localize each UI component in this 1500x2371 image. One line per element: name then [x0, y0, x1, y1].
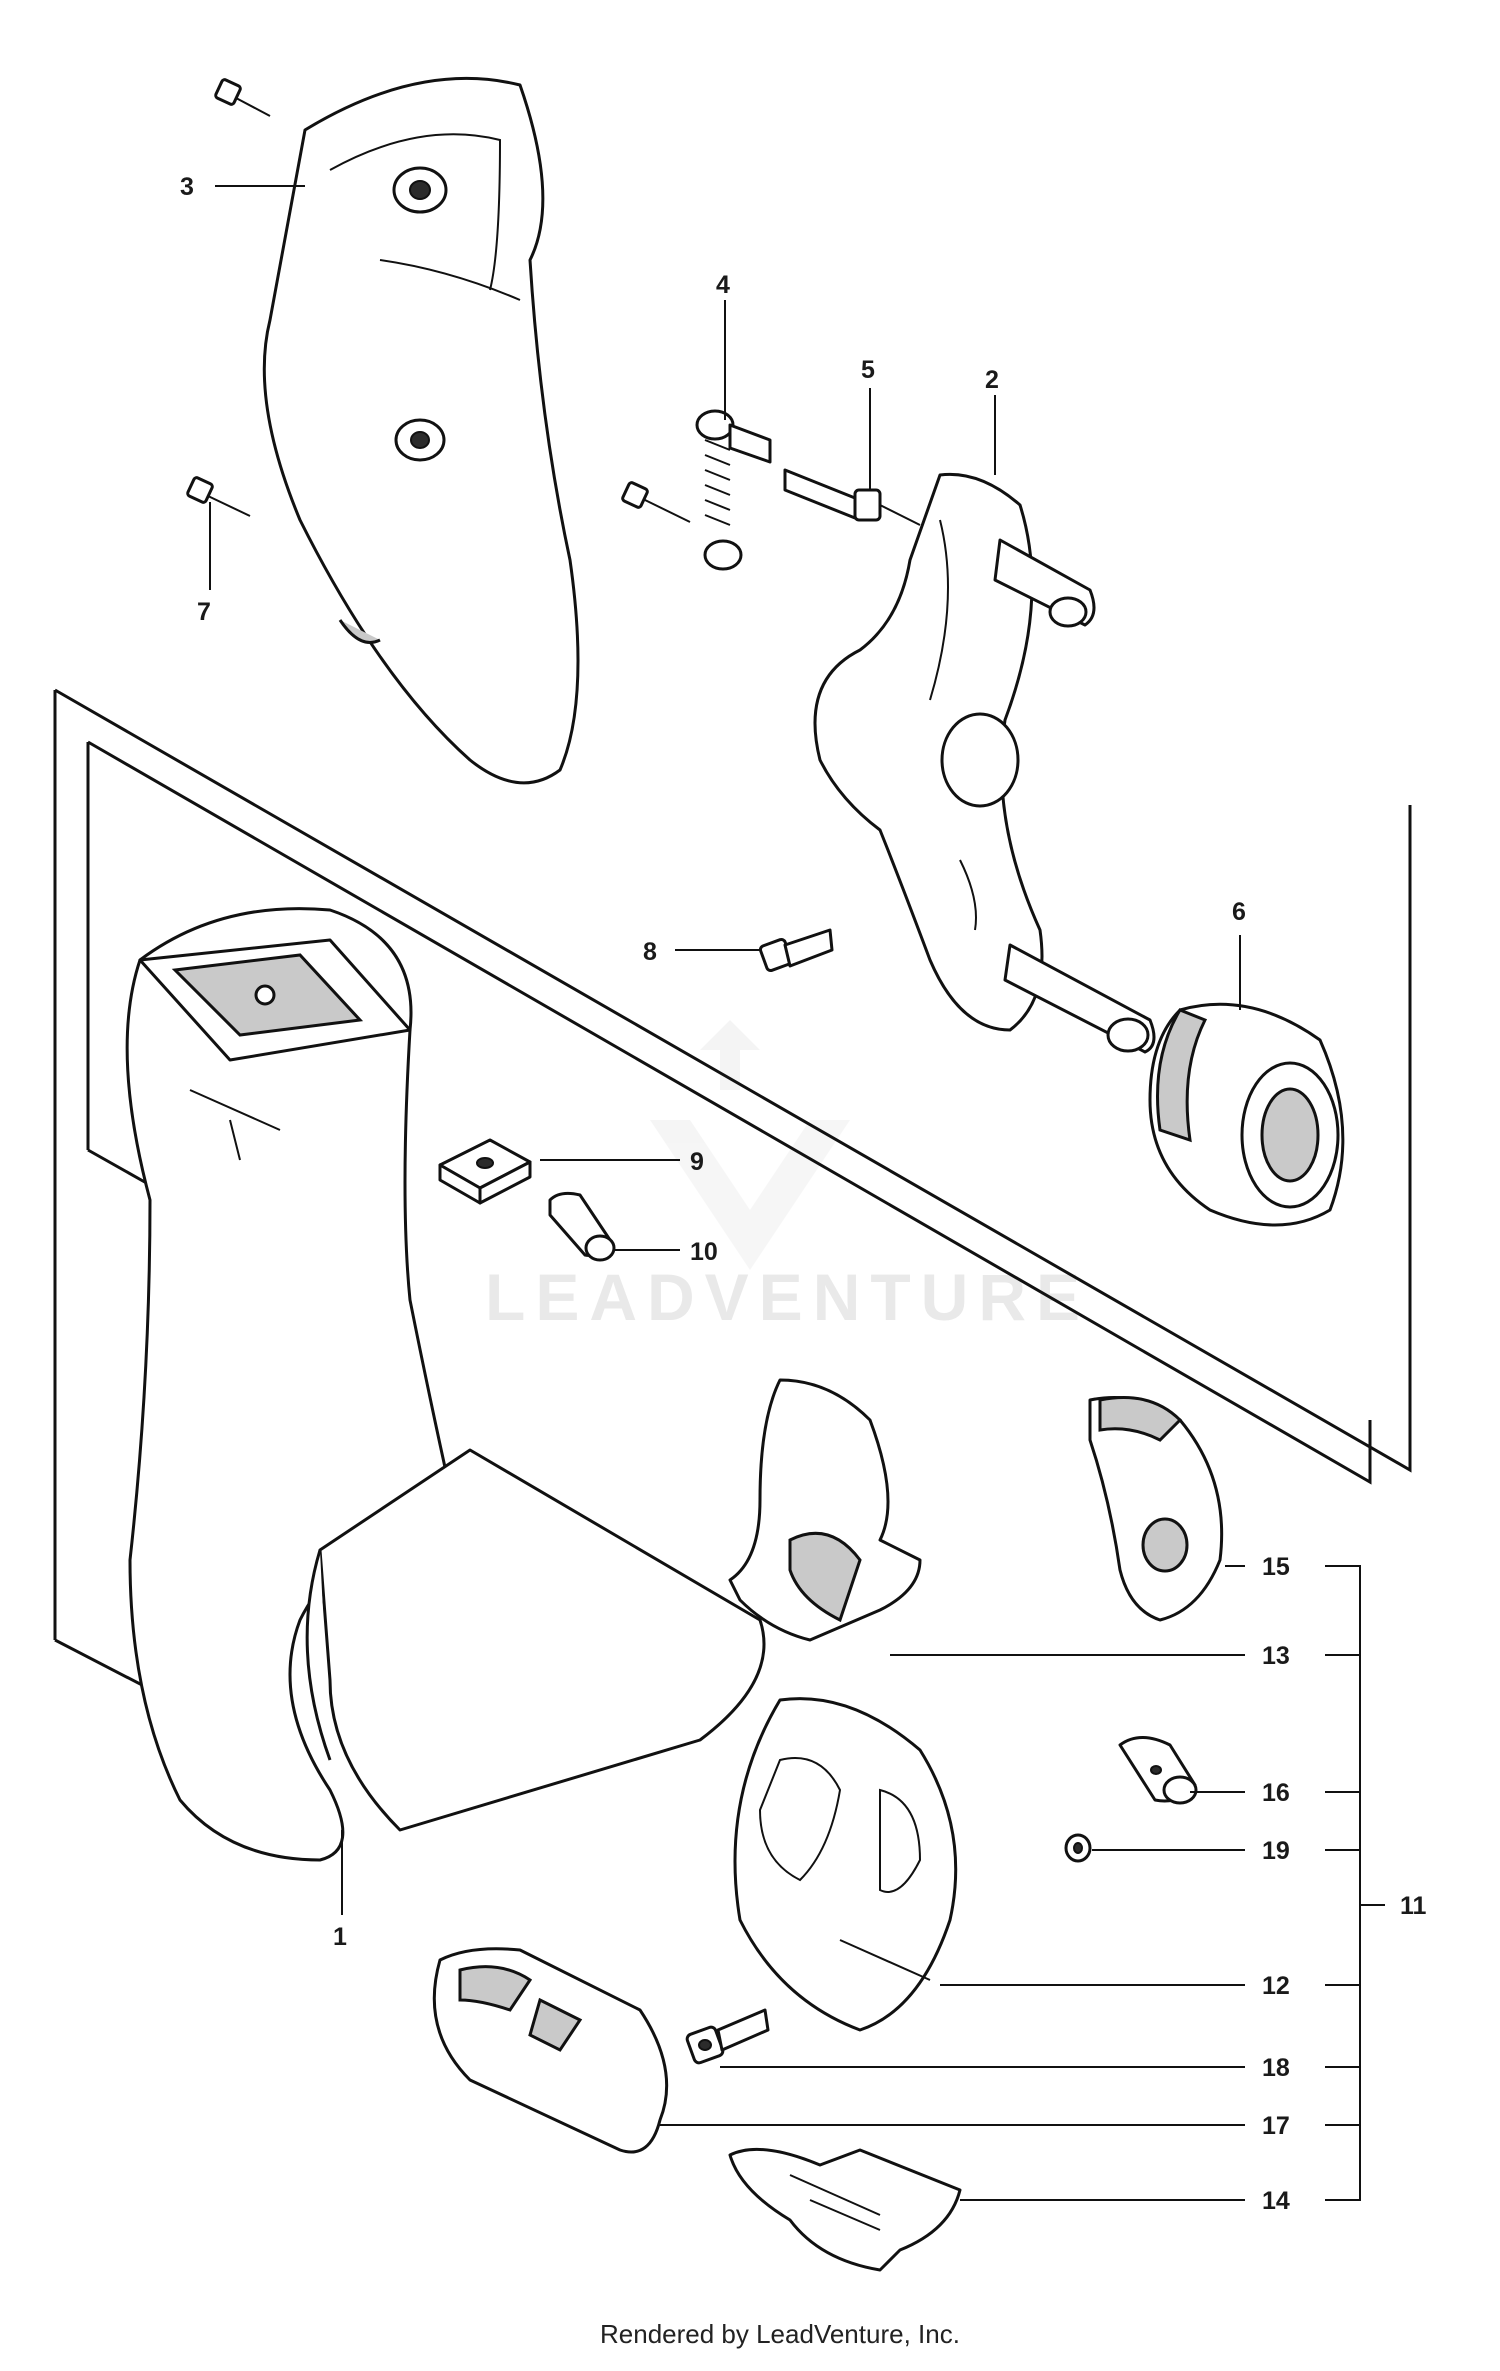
callout-10: 10 — [690, 1238, 718, 1266]
cover-part-17 — [432, 1947, 669, 2154]
leader-lines — [209, 185, 1385, 2201]
callout-13: 13 — [1262, 1642, 1290, 1670]
callout-1: 1 — [333, 1923, 347, 1951]
callout-5: 5 — [861, 356, 875, 384]
callout-16: 16 — [1262, 1779, 1290, 1807]
screw-part-18 — [685, 2008, 770, 2065]
ring-part-6 — [1148, 1002, 1345, 1227]
callout-7: 7 — [197, 598, 211, 626]
callout-6: 6 — [1232, 898, 1246, 926]
inner-frame-bottom — [87, 1148, 151, 1187]
watermark-logo — [650, 1020, 850, 1270]
trigger-part-14 — [728, 2147, 962, 2272]
sleeve-part-10 — [548, 1191, 616, 1262]
footer-credit: Rendered by LeadVenture, Inc. — [600, 2319, 960, 2349]
callout-11: 11 — [1400, 1892, 1427, 1920]
callout-12: 12 — [1262, 1972, 1290, 2000]
callout-2: 2 — [985, 366, 999, 394]
callout-8: 8 — [643, 938, 657, 966]
callout-19: 19 — [1262, 1837, 1290, 1865]
watermark-text: LEADVENTURE — [485, 1260, 1090, 1334]
washer-part-19 — [1064, 1833, 1092, 1863]
spring-part-4 — [695, 409, 772, 571]
screw-top-left — [214, 78, 271, 117]
screw-part-7 — [186, 476, 251, 517]
callout-15: 15 — [1262, 1553, 1290, 1581]
callout-14: 14 — [1262, 2187, 1290, 2215]
callout-18: 18 — [1262, 2054, 1290, 2082]
callout-9: 9 — [690, 1148, 704, 1176]
pin-part-5 — [783, 468, 921, 526]
clip-part-13 — [728, 1378, 922, 1642]
bracket-part-2 — [813, 472, 1156, 1054]
cover-part-3 — [262, 76, 580, 785]
screw-part-8 — [758, 928, 834, 973]
nut-part-9 — [438, 1138, 532, 1205]
inner-frame — [86, 740, 1372, 1485]
handle-part-1 — [125, 907, 766, 1862]
outer-frame — [53, 688, 1412, 1640]
callout-3: 3 — [180, 173, 194, 201]
cage-part-12 — [733, 1697, 958, 2032]
callout-17: 17 — [1262, 2112, 1290, 2140]
pin-part-16 — [1118, 1736, 1198, 1805]
screw-small — [621, 481, 691, 523]
callout-4: 4 — [716, 271, 730, 299]
lever-part-15 — [1088, 1396, 1224, 1622]
